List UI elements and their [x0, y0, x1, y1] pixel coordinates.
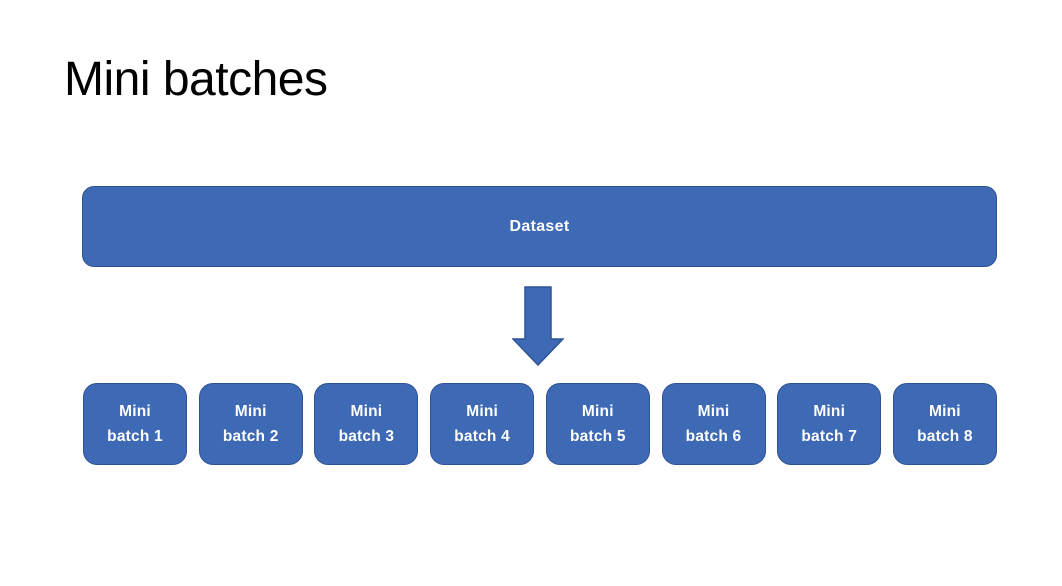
mini-batch-label: Mini batch 1: [107, 403, 163, 445]
down-arrow-icon: [512, 286, 564, 366]
mini-batch-label: Mini batch 7: [801, 403, 858, 445]
mini-batch-box: Mini batch 8: [892, 383, 997, 465]
mini-batch-label: Mini batch 4: [454, 403, 510, 445]
mini-batch-box: Mini batch 4: [430, 383, 535, 465]
mini-batch-box: Mini batch 1: [83, 383, 187, 465]
mini-batch-label: Mini batch 8: [917, 403, 973, 445]
mini-batch-box: Mini batch 7: [777, 383, 882, 465]
slide-title: Mini batches: [64, 53, 328, 106]
mini-batch-box: Mini batch 6: [661, 383, 766, 465]
mini-batch-box: Mini batch 3: [314, 383, 419, 465]
mini-batch-row: Mini batch 1 Mini batch 2 Mini batch 3 M…: [83, 383, 997, 465]
mini-batch-label: Mini batch 3: [338, 403, 395, 445]
mini-batch-label: Mini batch 5: [569, 403, 626, 445]
mini-batch-box: Mini batch 2: [198, 383, 303, 465]
mini-batch-box: Mini batch 5: [545, 383, 650, 465]
mini-batch-label: Mini batch 2: [222, 403, 279, 445]
mini-batch-label: Mini batch 6: [685, 403, 742, 445]
dataset-box: Dataset: [82, 186, 997, 267]
dataset-label: Dataset: [509, 217, 570, 235]
